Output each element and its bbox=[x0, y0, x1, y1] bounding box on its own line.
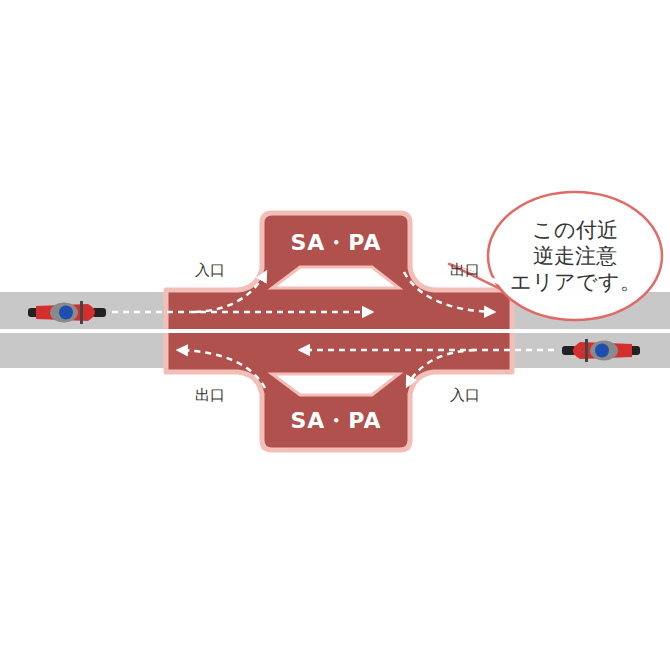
motorcycle bbox=[562, 339, 640, 362]
area-sign: SA・PA bbox=[284, 225, 387, 261]
flow-arrows bbox=[112, 272, 554, 388]
area-name: SA・PA bbox=[290, 228, 381, 258]
ramp-label: 出口 bbox=[450, 261, 480, 280]
ramp-label: 入口 bbox=[195, 261, 225, 280]
warning-text: この付近 逆走注意 エリアです。 bbox=[505, 217, 645, 296]
center-line bbox=[0, 329, 670, 333]
ramp-label: 出口 bbox=[195, 386, 225, 405]
area-sign: SA・PA bbox=[284, 403, 387, 439]
area-name: SA・PA bbox=[290, 406, 381, 436]
ramp-label: 入口 bbox=[450, 386, 480, 405]
island bbox=[272, 374, 399, 395]
island bbox=[272, 267, 399, 288]
callout-bubble: この付近 逆走注意 エリアです。 bbox=[487, 190, 663, 322]
motorcycle bbox=[28, 301, 106, 324]
